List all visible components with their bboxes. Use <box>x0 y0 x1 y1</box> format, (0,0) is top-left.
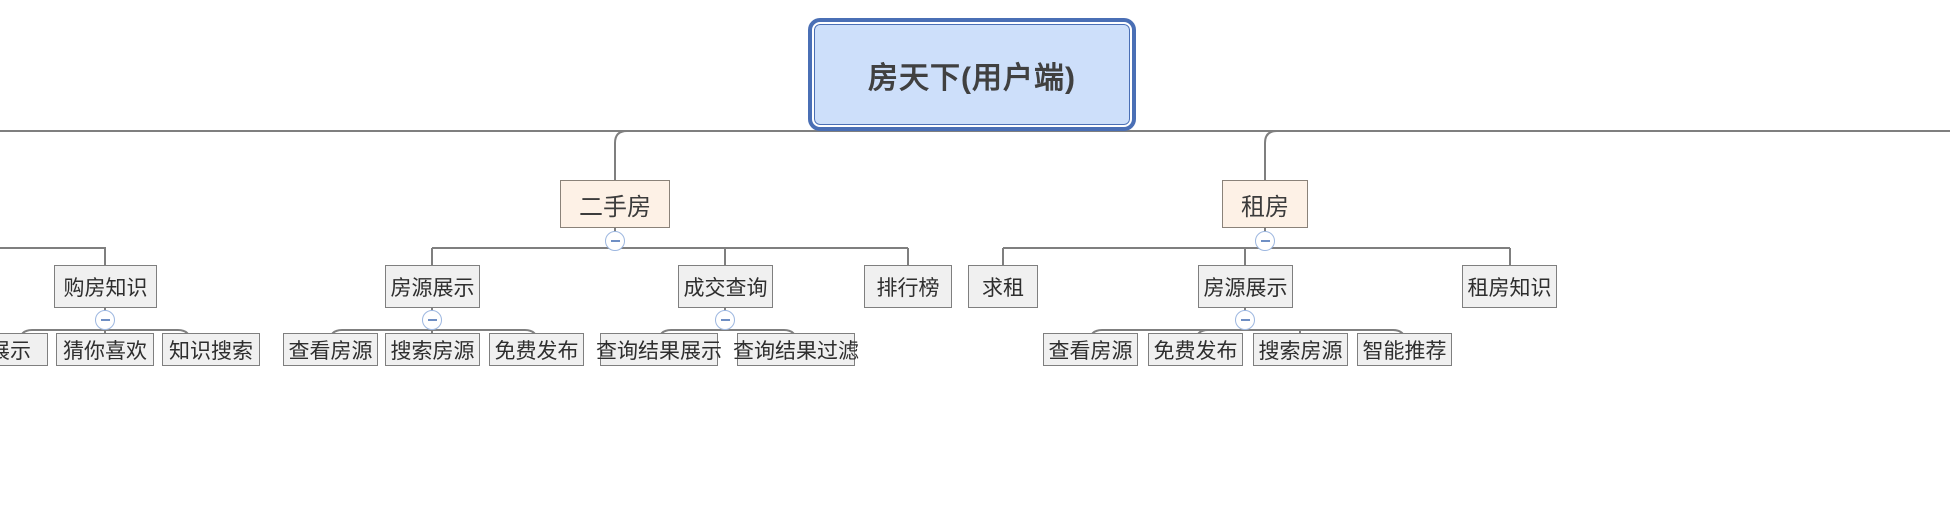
collapse-minus-icon <box>1240 319 1250 321</box>
leaf-node-label: 猜你喜欢 <box>63 339 147 363</box>
collapse-toggle-zufang[interactable] <box>1255 231 1275 251</box>
node-label: 成交查询 <box>683 276 768 300</box>
leaf-node-label: 智能推荐 <box>1362 339 1447 363</box>
leaf-node-label: 知识搜索 <box>169 339 253 363</box>
collapse-minus-icon <box>720 319 730 321</box>
branch-node-zufang[interactable]: 租房 <box>1222 180 1308 228</box>
leaf-node-chakanfangyuan-ershoufang[interactable]: 查看房源 <box>283 333 378 366</box>
leaf-node-label: 查看房源 <box>288 339 373 363</box>
node-label: 购房知识 <box>63 276 148 300</box>
node-chengjiaochaxun[interactable]: 成交查询 <box>678 265 773 308</box>
node-label: 房源展示 <box>390 276 475 300</box>
leaf-node-label: 搜索房源 <box>390 339 475 363</box>
leaf-node-chaxunjieguoguolv[interactable]: 查询结果过滤 <box>733 333 859 366</box>
collapse-toggle-fangyuanzhanshi-zufang[interactable] <box>1235 310 1255 330</box>
collapse-toggle-goufangzhishi[interactable] <box>95 310 115 330</box>
collapse-minus-icon <box>1260 240 1270 242</box>
collapse-minus-icon <box>100 319 110 321</box>
root-node-label: 房天下(用户端) <box>868 61 1076 95</box>
node-goufangzhishi[interactable]: 购房知识 <box>54 265 157 308</box>
leaf-node-label: 查询结果过滤 <box>733 339 859 363</box>
collapse-toggle-fangyuanzhanshi-ershoufang[interactable] <box>422 310 442 330</box>
node-fangyuanzhanshi-ershoufang[interactable]: 房源展示 <box>385 265 480 308</box>
node-fangyuanzhanshi-zufang[interactable]: 房源展示 <box>1198 265 1293 308</box>
branch-node-ershoufang[interactable]: 二手房 <box>560 180 670 228</box>
leaf-node-chakanfangyuan-zufang[interactable]: 查看房源 <box>1043 333 1138 366</box>
leaf-node-label: 免费发布 <box>494 339 579 363</box>
collapse-toggle-ershoufang[interactable] <box>605 231 625 251</box>
branch-node-label: 二手房 <box>579 193 651 221</box>
leaf-node-label: 查看房源 <box>1048 339 1133 363</box>
node-qiuzu[interactable]: 求租 <box>968 265 1038 308</box>
leaf-node-label: 展示 <box>0 339 31 363</box>
node-zufangzhishi[interactable]: 租房知识 <box>1462 265 1557 308</box>
node-label: 房源展示 <box>1203 276 1288 300</box>
root-node-fangtianxia[interactable]: 房天下(用户端) <box>808 18 1136 131</box>
collapse-minus-icon <box>610 240 620 242</box>
leaf-node-mianfeifabu-ershoufang[interactable]: 免费发布 <box>489 333 584 366</box>
leaf-node-label: 查询结果展示 <box>596 339 722 363</box>
leaf-node-sousuofangyuan-zufang[interactable]: 搜索房源 <box>1253 333 1348 366</box>
leaf-node-zhinengtuijian[interactable]: 智能推荐 <box>1357 333 1452 366</box>
leaf-node-mianfeifabu-zufang[interactable]: 免费发布 <box>1148 333 1243 366</box>
collapse-minus-icon <box>427 319 437 321</box>
leaf-node-chaxunjieguozhanshi[interactable]: 查询结果展示 <box>596 333 722 366</box>
leaf-node-label: 免费发布 <box>1153 339 1238 363</box>
leaf-node-cainixihuan[interactable]: 猜你喜欢 <box>56 333 154 366</box>
node-paihangbang[interactable]: 排行榜 <box>864 265 952 308</box>
leaf-node-zhanshi-clipped[interactable]: 展示 <box>0 333 48 366</box>
leaf-node-label: 搜索房源 <box>1258 339 1343 363</box>
node-label: 求租 <box>982 276 1024 300</box>
leaf-node-zhishisousuo[interactable]: 知识搜索 <box>162 333 260 366</box>
branch-node-label: 租房 <box>1241 193 1289 221</box>
leaf-node-sousuofangyuan-ershoufang[interactable]: 搜索房源 <box>385 333 480 366</box>
node-label: 租房知识 <box>1467 276 1552 300</box>
collapse-toggle-chengjiaochaxun[interactable] <box>715 310 735 330</box>
node-label: 排行榜 <box>876 276 940 300</box>
